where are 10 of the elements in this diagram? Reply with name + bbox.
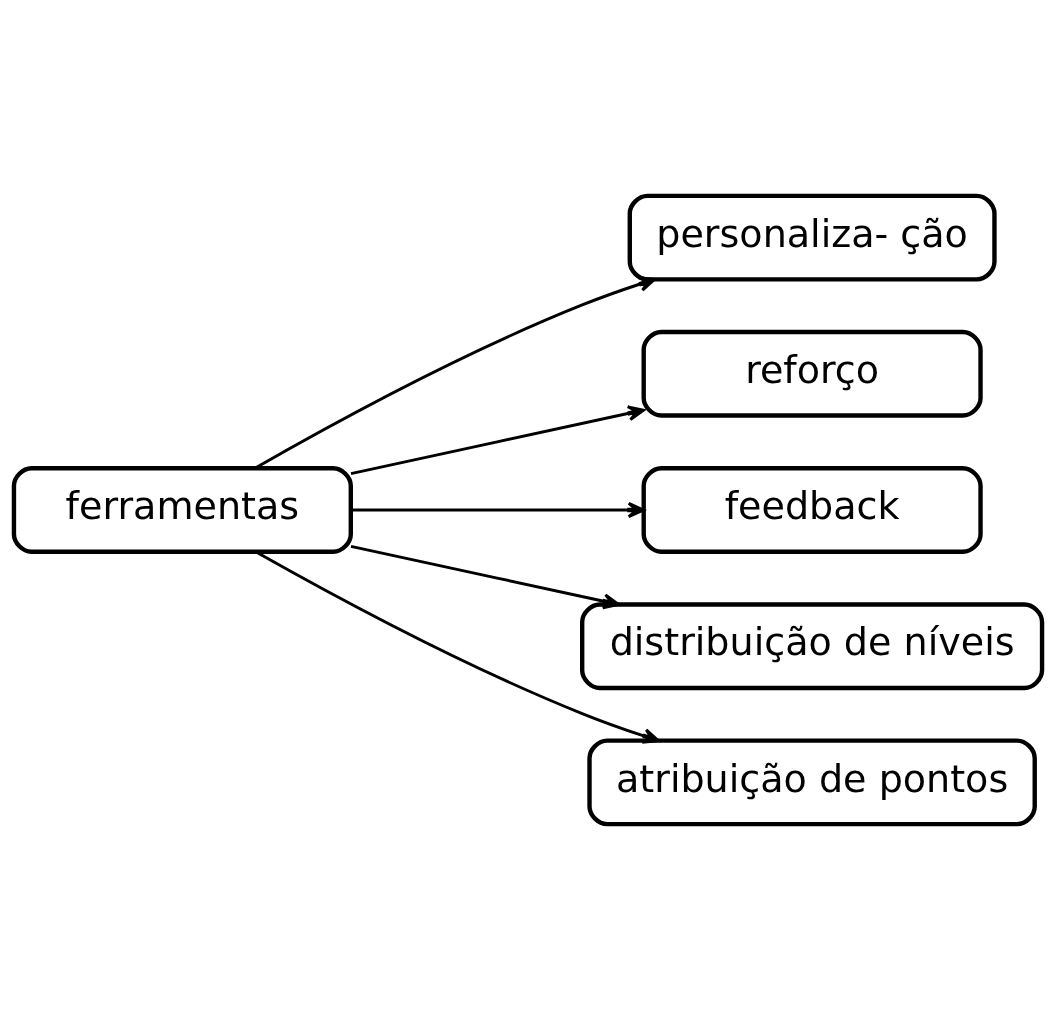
node-box: feedback: [641, 465, 983, 554]
arrow: [254, 275, 656, 469]
node-box: distribuição de níveis: [580, 601, 1045, 690]
arrow: [350, 544, 620, 609]
node-box: reforço: [641, 329, 983, 418]
node-box: personaliza- ção: [627, 193, 997, 282]
arrow: [350, 404, 645, 475]
arrow: [351, 501, 645, 518]
node-box: ferramentas: [11, 465, 353, 554]
node-box: atribuição de pontos: [587, 737, 1037, 826]
